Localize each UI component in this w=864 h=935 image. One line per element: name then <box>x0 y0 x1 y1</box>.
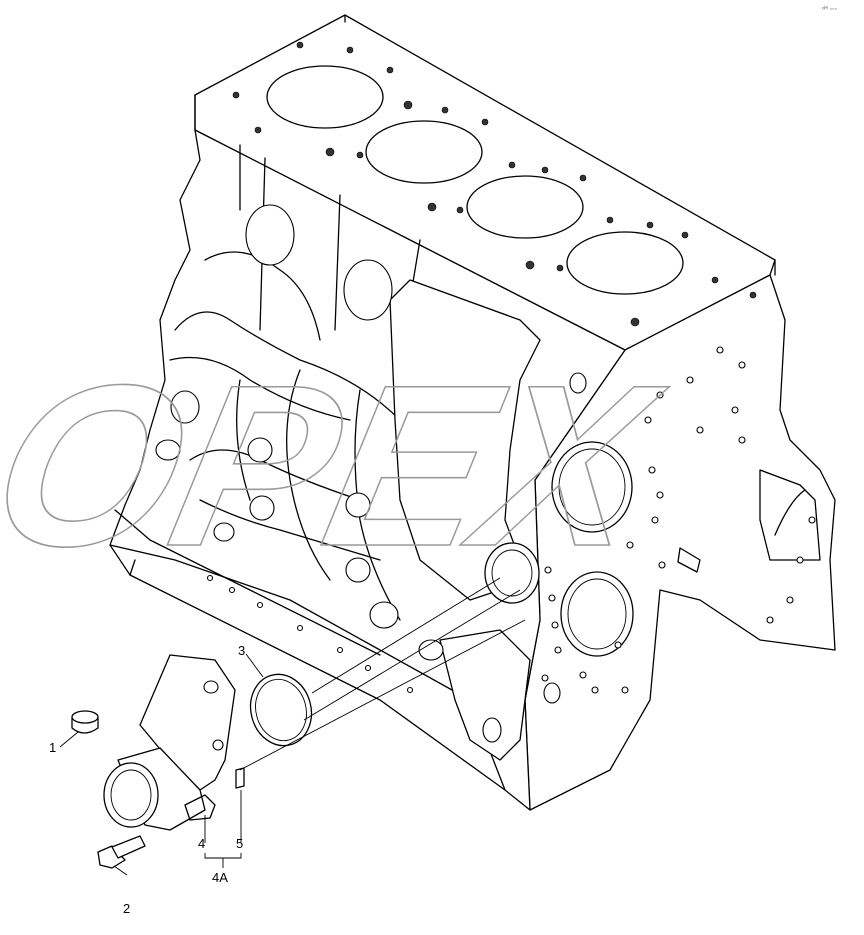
part-5-pin <box>235 767 245 789</box>
part-4-water-outlet-housing <box>103 654 236 831</box>
callout-1: 1 <box>49 740 56 755</box>
part-1-plug <box>71 710 99 734</box>
leader-lines <box>59 577 526 876</box>
watermark-text: OPEX <box>0 337 680 594</box>
pan-rail-holes <box>206 574 414 694</box>
corner-mark: ⁿᴴ ◦◦◦ <box>822 6 837 13</box>
callout-4: 4 <box>198 836 205 851</box>
front-face-holes <box>541 346 816 704</box>
callout-3: 3 <box>238 643 245 658</box>
callout-5: 5 <box>236 836 243 851</box>
part-3-o-ring <box>249 673 313 747</box>
callout-2: 2 <box>123 901 130 916</box>
callout-labels: 1 2 3 4 5 4A <box>49 643 245 916</box>
callout-4a: 4A <box>212 870 228 885</box>
head-bolt-holes <box>232 41 757 327</box>
part-2-flange-bolt <box>97 835 146 869</box>
cylinder-bores <box>266 65 684 295</box>
